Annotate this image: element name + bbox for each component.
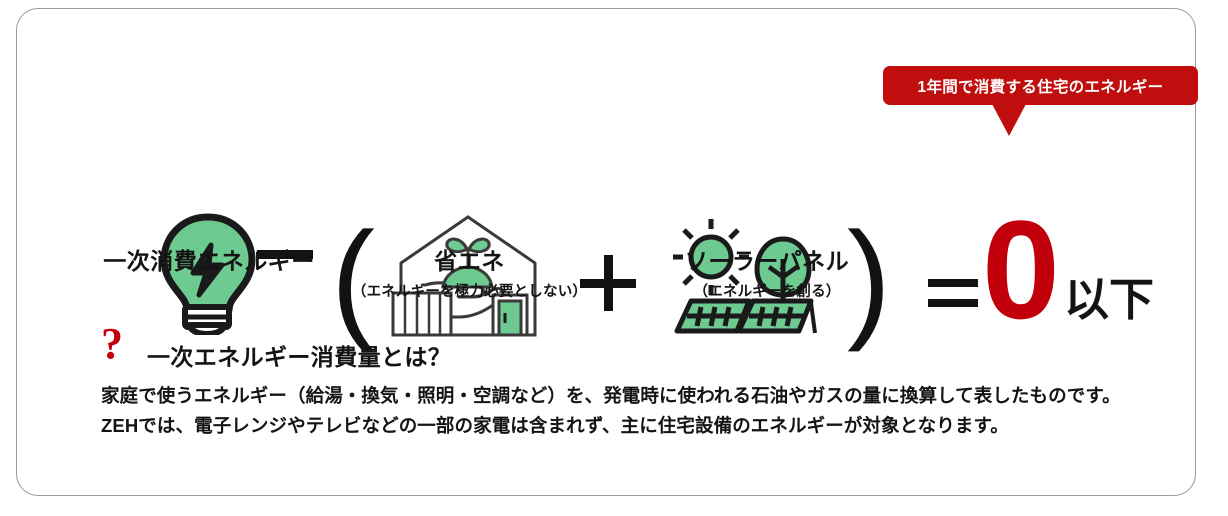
explainer-body: 家庭で使うエネルギー（給湯・換気・照明・空調など）を、発電時に使われる石油やガス… (101, 381, 1161, 441)
zeh-equation: ( (17, 107, 1197, 345)
term-label-solar-panel-main: ソーラーパネル (684, 248, 850, 274)
result-suffix: 以下 (1064, 274, 1155, 325)
result-value: 0 (982, 191, 1060, 348)
lightbulb-icon (149, 207, 267, 335)
operator-paren-open: ( (331, 205, 375, 352)
house-with-sprout-icon (387, 211, 549, 341)
term-label-energy-saving: 省エネ （エネルギーを極力必要としない） (347, 247, 592, 301)
question-mark-icon: ? (101, 319, 123, 368)
term-label-primary-energy: 一次消費エネルギー (77, 247, 341, 276)
operator-minus (257, 250, 313, 259)
term-label-primary-energy-main: 一次消費エネルギー (103, 248, 315, 274)
explainer-body-line-1: 家庭で使うエネルギー（給湯・換気・照明・空調など）を、発電時に使われる石油やガス… (101, 385, 1121, 406)
term-label-energy-saving-main: 省エネ (434, 248, 505, 274)
callout-banner: 1年間で消費する住宅のエネルギー (883, 66, 1198, 105)
callout-banner-tail (992, 104, 1026, 136)
solar-panel-icon (655, 211, 827, 339)
operator-paren-close: ) (847, 205, 891, 352)
explainer-heading: 一次エネルギー消費量とは？ (147, 344, 452, 370)
term-label-solar-panel-sub: （エネルギーを創る） (693, 283, 841, 300)
operator-equals-bottom (928, 299, 978, 307)
term-label-energy-saving-sub: （エネルギーを極力必要としない） (351, 283, 588, 300)
operator-plus-vertical (604, 255, 613, 311)
term-label-solar-panel: ソーラーパネル （エネルギーを創る） (632, 247, 902, 301)
operator-equals-top (928, 279, 978, 287)
callout-banner-label: 1年間で消費する住宅のエネルギー (917, 78, 1164, 96)
diagram-card: 1年間で消費する住宅のエネルギー ( (16, 8, 1198, 496)
explainer-body-line-2: ZEHでは、電子レンジやテレビなどの一部の家電は含まれず、主に住宅設備のエネルギ… (101, 415, 1009, 437)
